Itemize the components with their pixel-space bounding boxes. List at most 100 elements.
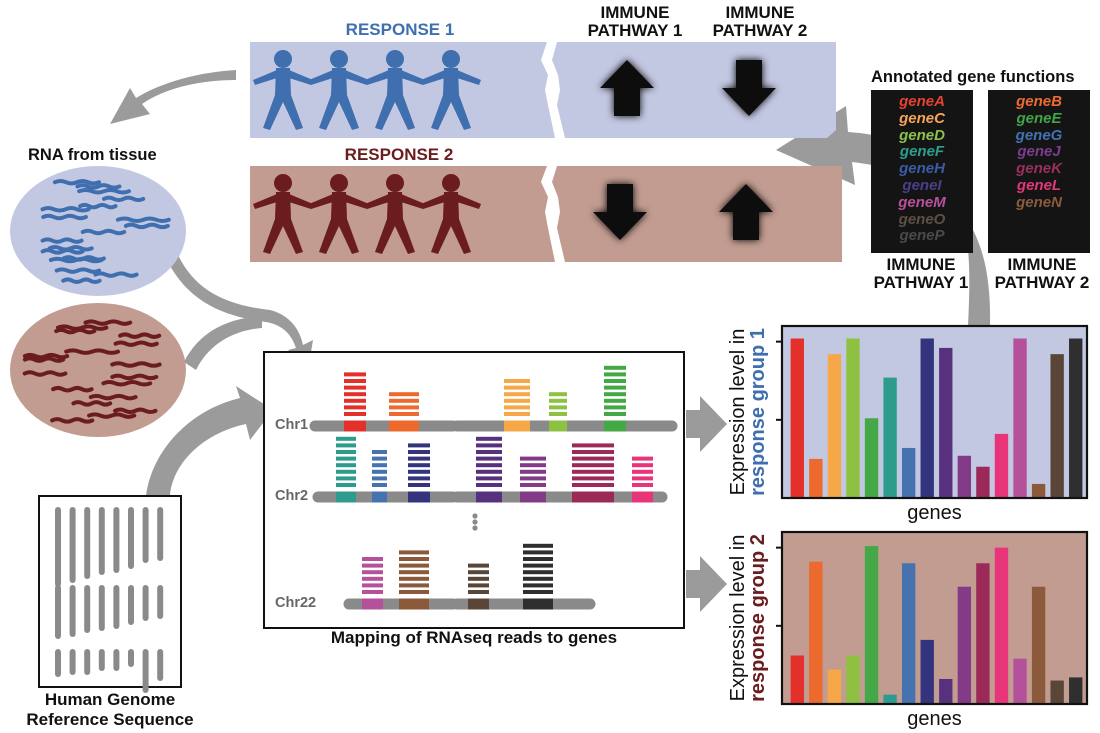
mapping-caption: Mapping of RNAseq reads to genes — [330, 628, 618, 647]
sequencing-read — [604, 392, 626, 397]
sequencing-read — [336, 463, 356, 468]
sequencing-read — [399, 570, 429, 575]
rna-strand — [47, 245, 94, 252]
gene-locus — [362, 598, 383, 610]
sequencing-read — [523, 563, 553, 568]
sequencing-read — [520, 456, 546, 461]
sequencing-read — [362, 557, 383, 561]
arrow-rna2-merge-icon — [184, 316, 262, 370]
sequencing-read — [468, 576, 489, 581]
sequencing-read — [408, 483, 430, 487]
gene-locus — [344, 420, 366, 432]
sequencing-read — [468, 563, 489, 568]
arrow-to-rna-icon — [110, 70, 236, 124]
sequencing-read — [632, 463, 653, 468]
chart1-xlabel: genes — [907, 502, 962, 524]
sequencing-read — [520, 463, 546, 468]
expression-chart-response2 — [776, 530, 1089, 706]
chromosome-chr1 — [309, 365, 678, 432]
sequencing-read — [362, 570, 383, 575]
sequencing-read — [399, 557, 429, 561]
sequencing-read — [344, 392, 366, 397]
rna-strand — [93, 271, 139, 278]
sequencing-read — [336, 456, 356, 461]
sequencing-read — [408, 456, 430, 461]
sequencing-read — [572, 476, 614, 481]
sequencing-read — [408, 450, 430, 454]
gene-locus — [523, 598, 553, 610]
sequencing-read — [504, 392, 530, 397]
sequencing-read — [399, 576, 429, 581]
person-head — [274, 50, 292, 68]
bar-geneC — [827, 669, 842, 704]
chart-frame — [780, 324, 1089, 500]
sequencing-read — [604, 365, 626, 370]
chromosome-label-chr2: Chr2 — [275, 488, 309, 504]
sequencing-read — [476, 469, 502, 474]
gene-locus — [504, 420, 530, 432]
rna-strand — [113, 407, 158, 415]
gene-locus — [520, 491, 546, 503]
sequencing-read — [389, 392, 419, 397]
chromosome-label-chr1: Chr1 — [275, 417, 309, 433]
rna-strand — [102, 195, 146, 203]
rna-strand — [54, 327, 97, 335]
sequencing-read — [372, 463, 387, 468]
sequencing-read — [572, 469, 614, 474]
sequencing-read — [523, 576, 553, 581]
rna-strand — [56, 324, 109, 331]
rna-strand — [40, 206, 91, 213]
sequencing-read — [572, 456, 614, 461]
sequencing-read — [604, 379, 626, 383]
pathway1-header-line1: IMMUNE — [600, 3, 670, 22]
bar-geneD — [846, 338, 860, 498]
person-arms — [365, 70, 425, 85]
person-arms — [365, 194, 425, 209]
arrow-to-chart2-icon — [686, 556, 727, 612]
person-head — [442, 174, 460, 192]
sequencing-read — [362, 563, 383, 568]
rna-strand — [75, 183, 122, 190]
person-arms — [309, 194, 369, 209]
bar-geneH — [920, 639, 934, 704]
sequencing-read — [372, 450, 387, 454]
sequencing-read — [504, 405, 530, 410]
gene-locus — [572, 491, 614, 503]
rna-strand — [101, 380, 153, 387]
bar-geneF — [883, 694, 897, 704]
sequencing-read — [372, 456, 387, 461]
bar-geneM — [1013, 338, 1027, 498]
annotations-title: Annotated gene functions — [871, 68, 1075, 86]
person-body — [263, 192, 303, 254]
karyotype-chromosomes — [55, 507, 164, 693]
bar-geneJ — [957, 586, 972, 704]
pathway2-gene-geneN: geneN — [1016, 193, 1062, 211]
pathway2-gene-geneL: geneL — [1016, 176, 1062, 194]
person-head — [442, 50, 460, 68]
mapping-box — [263, 351, 685, 629]
person-icon — [253, 50, 313, 130]
sequencing-read — [344, 398, 366, 403]
sequencing-read — [523, 570, 553, 575]
sequencing-read — [408, 469, 430, 474]
arrow-rna1-to-mapping-icon — [168, 255, 313, 370]
sequencing-read — [399, 583, 429, 588]
gene-locus — [372, 491, 387, 503]
pathway1-gene-geneF: geneF — [899, 143, 945, 161]
sequencing-read — [476, 463, 502, 468]
sequencing-read — [408, 443, 430, 448]
pathway1-gene-geneM: geneM — [898, 193, 946, 211]
rna-strand — [71, 400, 113, 407]
person-arms — [253, 70, 313, 85]
sequencing-read — [399, 550, 429, 555]
bar-geneM — [1013, 658, 1027, 704]
sequencing-read — [344, 372, 366, 377]
gene-locus — [549, 420, 567, 432]
chart1-ylabel: Expression level in response group 1 — [727, 326, 769, 498]
rna-strands-response2 — [22, 319, 162, 424]
rna-strand — [78, 202, 118, 210]
rna-strand — [54, 267, 102, 274]
bar-geneB — [809, 458, 823, 498]
rna-strand — [22, 356, 66, 363]
bar-geneD — [846, 655, 860, 704]
